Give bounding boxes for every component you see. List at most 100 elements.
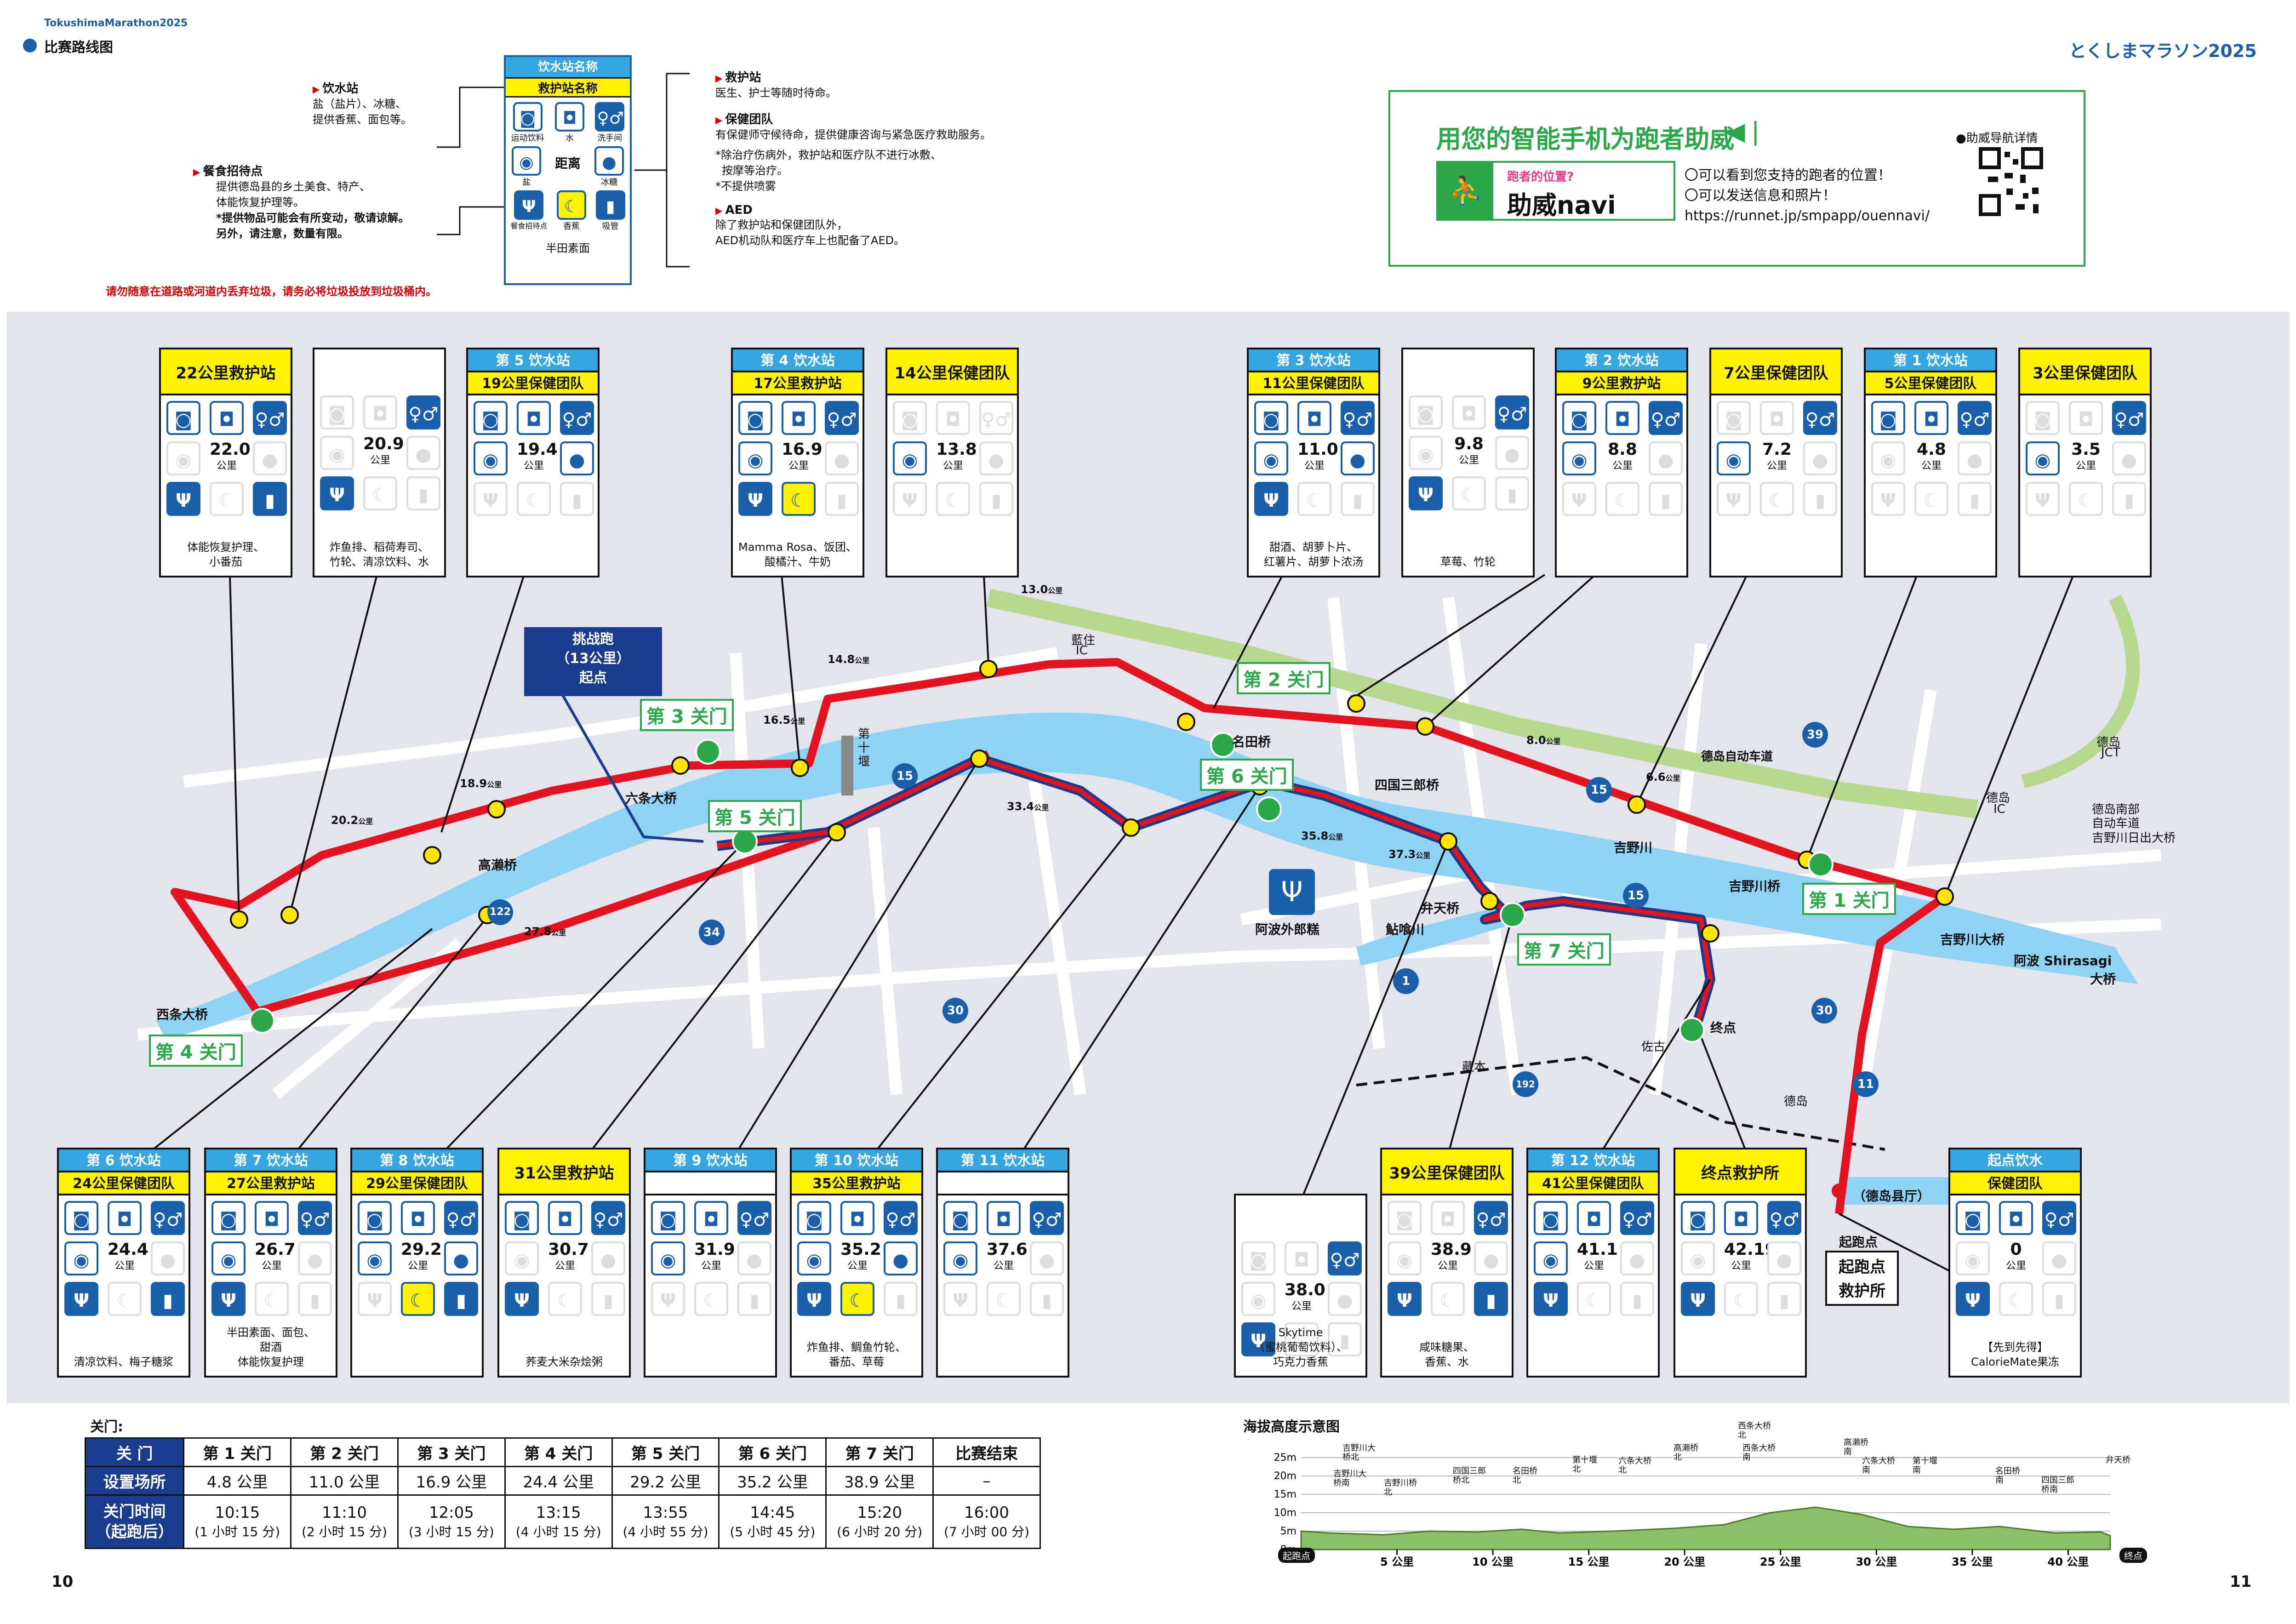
fork-knife-icon: Ψ	[1409, 476, 1443, 510]
rock-candy-icon: ●	[560, 441, 594, 475]
page-title: 比赛路线图	[23, 36, 113, 56]
elevation-profile	[1300, 1506, 2111, 1550]
card-aid-title: 31公里救护站	[499, 1149, 629, 1195]
card-aid-title: 41公里保健团队	[1528, 1172, 1658, 1195]
card-note-line: 炸鱼排、鲷鱼竹轮、	[807, 1341, 906, 1354]
fork-knife-icon: Ψ	[1871, 482, 1905, 516]
label-south-expressway-2: 自动车道	[2092, 817, 2140, 830]
card-icon-row: ◙◘♀♂	[166, 401, 287, 435]
card-icon-row: ◙◘♀♂	[211, 1201, 332, 1235]
km-mark: 13.0公里	[1021, 583, 1063, 596]
fork-knife-icon: Ψ	[320, 476, 354, 510]
banana-icon: ☾	[840, 1282, 874, 1316]
straw-icon: ▮	[1620, 1282, 1654, 1316]
label-weir-3: 堰	[858, 755, 870, 769]
cutoff-time: 10:15	[215, 1503, 260, 1522]
place-yoshino-river: 吉野川	[1614, 840, 1653, 855]
card-note-line: Mamma Rosa、饭团、	[738, 541, 857, 554]
expressway	[986, 589, 1978, 818]
restroom-icon: ♀♂	[444, 1201, 478, 1235]
legend-aed-desc-1: 除了救护站和保健团队外，	[715, 218, 848, 231]
straw-icon: ▮	[737, 1282, 771, 1316]
qr-code-icon[interactable]	[1979, 147, 2043, 216]
elevation-ytick: 5m	[1280, 1526, 1296, 1537]
place-benten-bridge: 弁天桥	[1421, 901, 1460, 916]
cutoff-header-row: 关 门 第 1 关门 第 2 关门 第 3 关门 第 4 关门 第 5 关门 第…	[84, 1437, 1041, 1467]
fork-knife-icon: Ψ	[1534, 1282, 1568, 1316]
card-water-station-title: 第 9 饮水站	[645, 1149, 775, 1172]
straw-icon: ▮	[1767, 1282, 1801, 1316]
sports-drink-icon: ◙	[738, 401, 772, 435]
elev-label: 吉野川桥北	[1384, 1478, 1417, 1497]
label-jct: JCT	[2101, 746, 2120, 760]
start-aid-box: 起跑点 救护所	[1825, 1251, 1899, 1306]
legend-label: 冰糖	[601, 177, 617, 187]
place-prefectural-office: （德岛县厅）	[1853, 1189, 1930, 1204]
cutoff-header: 关 门	[84, 1437, 185, 1467]
water-cup-icon: ◘	[2069, 401, 2103, 435]
sports-drink-icon: ◙	[1681, 1201, 1715, 1235]
straw-icon: ▮	[1958, 482, 1992, 516]
label-south-expressway: 德岛南部	[2092, 803, 2140, 817]
straw-icon: ▮	[1495, 476, 1529, 510]
card-icon-row: Ψ☾▮	[738, 482, 859, 516]
cutoff-duration: (4 小时 55 分)	[623, 1524, 708, 1539]
restroom-icon: ♀♂	[1341, 401, 1375, 435]
card-note: Skytime（蜜桃葡萄饮料）、巧克力香蕉	[1239, 1325, 1362, 1369]
header-subtitle: TokushimaMarathon2025	[44, 17, 188, 29]
elevation-ytick: 20m	[1274, 1470, 1296, 1482]
rock-candy-icon: ●	[1495, 436, 1529, 470]
cutoff-time: 15:20	[857, 1503, 902, 1522]
card-aid-title: 27公里救护站	[206, 1172, 336, 1195]
elev-label: 名田桥南	[1995, 1466, 2020, 1485]
water-cup-icon: ◘	[1914, 401, 1948, 435]
water-cup-icon: ◘	[363, 395, 397, 429]
rock-candy-icon: ●	[1767, 1241, 1801, 1275]
cutoff-time: 13:15	[536, 1503, 581, 1522]
legend-water-title: 饮水站	[313, 79, 451, 96]
runner-icon: ⛹	[1438, 163, 1493, 219]
banana-icon: ☾	[363, 476, 397, 510]
card-icon-row: Ψ☾▮	[943, 1282, 1064, 1316]
straw-icon: ▮	[591, 1282, 625, 1316]
gate-1-label: 第 1 关门	[1802, 883, 1896, 915]
legend-box-head2: 救护站名称	[506, 77, 630, 97]
label-tokushima-ic: 德岛	[1986, 791, 2010, 805]
elev-label: 高濑桥北	[1673, 1443, 1698, 1462]
station-sako: 佐古	[1641, 1040, 1666, 1054]
rock-candy-icon: ●	[1474, 1241, 1508, 1275]
salt-icon: ◉	[1562, 441, 1596, 475]
elevation-xtick: 20 公里	[1664, 1555, 1705, 1568]
card-note-line: （蜜桃葡萄饮料）、	[1254, 1341, 1348, 1354]
fork-knife-icon: Ψ	[797, 1282, 831, 1316]
card-icon-row: ◙◘♀♂	[1254, 401, 1375, 435]
rock-candy-icon: ●	[979, 441, 1013, 475]
sports-drink-icon: ◙	[358, 1201, 392, 1235]
card-icon-row: ◙◘♀♂	[358, 1201, 478, 1235]
rock-candy-icon: ●	[1341, 441, 1375, 475]
salt-icon: ◉	[1388, 1241, 1422, 1275]
fork-knife-icon: Ψ	[893, 482, 927, 516]
water-cup-icon: ◘	[210, 401, 244, 435]
sports-drink-icon: ◙	[505, 1201, 539, 1235]
station-tokushima: 德岛	[1784, 1095, 1808, 1109]
banana-icon: ☾	[2069, 482, 2103, 516]
card-note-line: 竹轮、清凉饮料、水	[330, 555, 429, 568]
cheer-navi-url[interactable]: https://runnet.jp/smpapp/ouennavi/	[1685, 208, 1930, 224]
km-mark: 8.0公里	[1526, 734, 1561, 747]
card-aid-title: 保健团队	[1950, 1172, 2080, 1195]
